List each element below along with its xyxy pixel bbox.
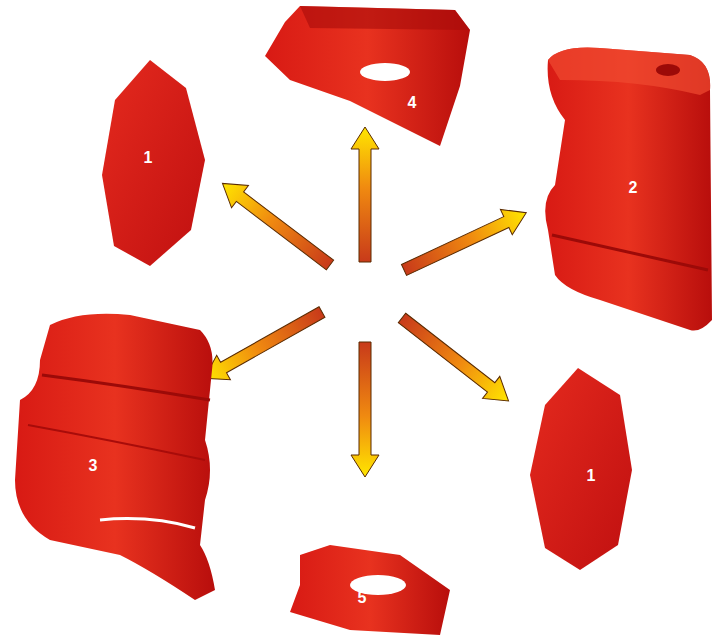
top-plate-body [265,6,470,146]
callout-number: 4 [408,95,417,111]
left-shell-ridge [42,375,210,400]
arrow [393,307,517,412]
right-shell-notch [656,64,680,76]
right-shell-highlight [548,48,710,96]
arrow [198,300,329,391]
callout-number: 1 [144,150,153,166]
side-plate [102,60,205,266]
bottom-plate-body [290,545,450,635]
arrow [214,172,338,276]
right-shell-ridge [552,235,708,270]
arrow [351,342,379,477]
hole [360,63,410,81]
callout-number: 2 [629,180,638,196]
left-shell [15,314,215,600]
bottom-plate [290,545,450,635]
right-shell [545,48,712,331]
top-plate [265,6,470,146]
right-shell-body [545,48,712,331]
left-shell-cut [100,519,195,528]
callout-number: 1 [587,468,596,484]
callout-number: 3 [89,458,98,474]
left-shell-body [15,314,215,600]
callout-number: 5 [358,590,367,606]
top-plate-shade [300,6,470,30]
arrow [351,127,379,262]
arrow [398,200,532,283]
side-plate [530,368,632,570]
left-shell-ridge [28,425,205,460]
